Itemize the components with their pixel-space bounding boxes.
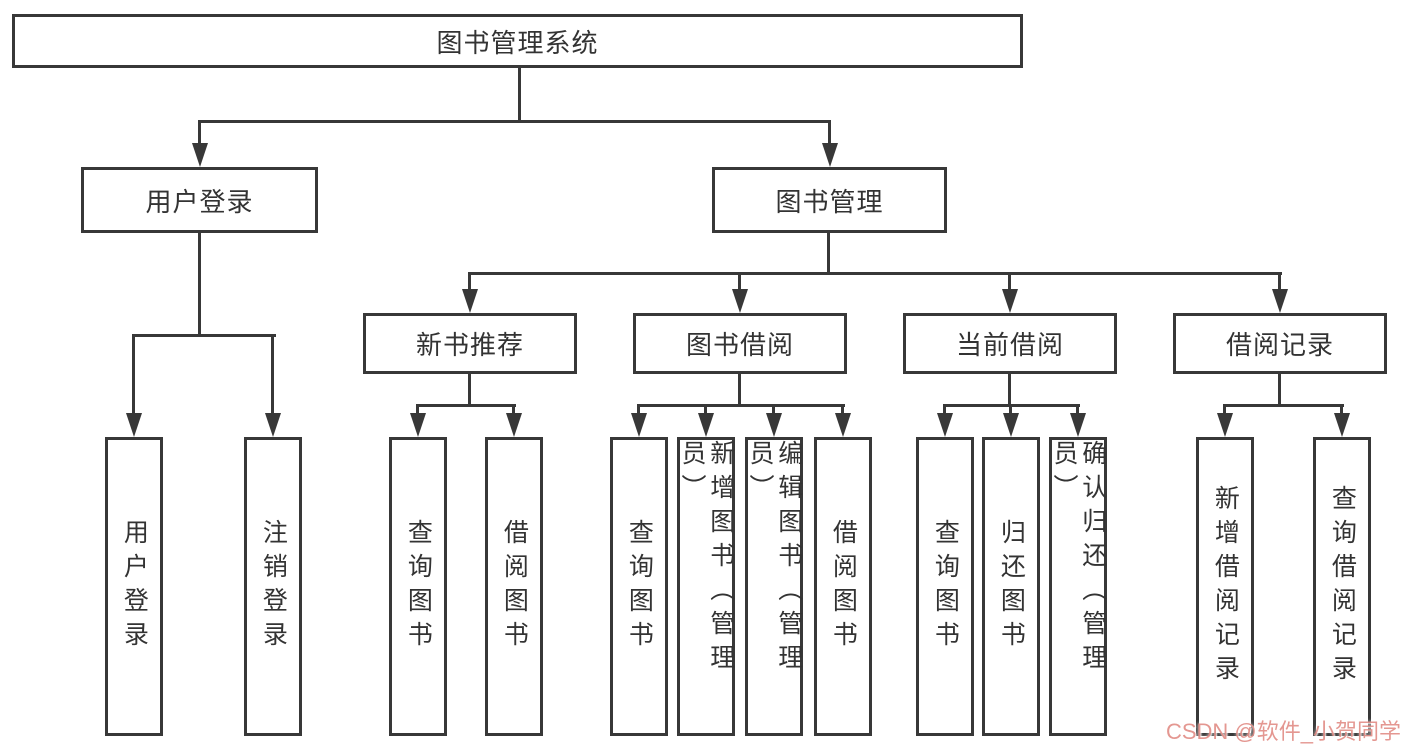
arrow-down-icon bbox=[766, 413, 782, 437]
arrow-down-icon bbox=[410, 413, 426, 437]
connector-line bbox=[416, 404, 516, 407]
connector-line bbox=[1009, 405, 1012, 416]
arrow-down-icon bbox=[1334, 413, 1350, 437]
leaf-query-borrow-record: 查询借阅记录 bbox=[1313, 437, 1371, 736]
connector-line bbox=[637, 405, 640, 416]
connector-line bbox=[1278, 374, 1281, 407]
connector-line bbox=[1223, 404, 1344, 407]
connector-line bbox=[416, 405, 419, 416]
arrow-down-icon bbox=[822, 143, 838, 167]
arrow-down-icon bbox=[1070, 413, 1086, 437]
leaf-add-borrow-record: 新增借阅记录 bbox=[1196, 437, 1254, 736]
arrow-down-icon bbox=[1003, 413, 1019, 437]
connector-line bbox=[468, 273, 471, 292]
leaf-query-books-current: 查询图书 bbox=[916, 437, 974, 736]
connector-line bbox=[198, 121, 201, 146]
arrow-down-icon bbox=[698, 413, 714, 437]
leaf-user-login: 用户登录 bbox=[105, 437, 163, 736]
connector-line bbox=[1008, 273, 1011, 292]
arrow-down-icon bbox=[631, 413, 647, 437]
node-current-borrowing: 当前借阅 bbox=[903, 313, 1117, 374]
arrow-down-icon bbox=[462, 289, 478, 313]
leaf-query-books-borrow: 查询图书 bbox=[610, 437, 668, 736]
leaf-add-books-admin: 新增图书（管理员） bbox=[677, 437, 735, 736]
connector-line bbox=[738, 374, 741, 407]
leaf-borrow-books-newrec: 借阅图书 bbox=[485, 437, 543, 736]
arrow-down-icon bbox=[1002, 289, 1018, 313]
node-book-borrowing: 图书借阅 bbox=[633, 313, 847, 374]
arrow-down-icon bbox=[732, 289, 748, 313]
connector-line bbox=[828, 121, 831, 146]
connector-line bbox=[132, 335, 135, 416]
connector-line bbox=[198, 233, 201, 337]
node-new-book-recommendation: 新书推荐 bbox=[363, 313, 577, 374]
leaf-edit-books-admin: 编辑图书（管理员） bbox=[745, 437, 803, 736]
connector-line bbox=[943, 405, 946, 416]
arrow-down-icon bbox=[835, 413, 851, 437]
connector-line bbox=[468, 374, 471, 407]
arrow-down-icon bbox=[126, 413, 142, 437]
connector-line bbox=[198, 120, 831, 123]
connector-line bbox=[1223, 405, 1226, 416]
arrow-down-icon bbox=[192, 143, 208, 167]
node-user-login: 用户登录 bbox=[81, 167, 318, 233]
connector-line bbox=[637, 404, 845, 407]
arrow-down-icon bbox=[1272, 289, 1288, 313]
node-library-system: 图书管理系统 bbox=[12, 14, 1023, 68]
csdn-watermark: CSDN @软件_小贺同学 bbox=[1165, 719, 1401, 744]
connector-line bbox=[512, 405, 515, 416]
connector-line bbox=[704, 405, 707, 416]
connector-line bbox=[841, 405, 844, 416]
arrow-down-icon bbox=[265, 413, 281, 437]
connector-line bbox=[1008, 374, 1011, 407]
leaf-confirm-return-admin: 确认归还（管理员） bbox=[1049, 437, 1107, 736]
connector-line bbox=[468, 272, 1282, 275]
leaf-query-books-newrec: 查询图书 bbox=[389, 437, 447, 736]
node-book-management: 图书管理 bbox=[712, 167, 947, 233]
connector-line bbox=[1076, 405, 1079, 416]
connector-line bbox=[1278, 273, 1281, 292]
connector-line bbox=[772, 405, 775, 416]
leaf-borrow-books-borrow: 借阅图书 bbox=[814, 437, 872, 736]
connector-line bbox=[518, 68, 521, 123]
connector-line bbox=[738, 273, 741, 292]
node-borrowing-records: 借阅记录 bbox=[1173, 313, 1387, 374]
arrow-down-icon bbox=[937, 413, 953, 437]
arrow-down-icon bbox=[1217, 413, 1233, 437]
arrow-down-icon bbox=[506, 413, 522, 437]
connector-line bbox=[827, 233, 830, 275]
connector-line bbox=[1340, 405, 1343, 416]
leaf-return-books: 归还图书 bbox=[982, 437, 1040, 736]
connector-line bbox=[271, 335, 274, 416]
leaf-logout: 注销登录 bbox=[244, 437, 302, 736]
connector-line bbox=[132, 334, 276, 337]
